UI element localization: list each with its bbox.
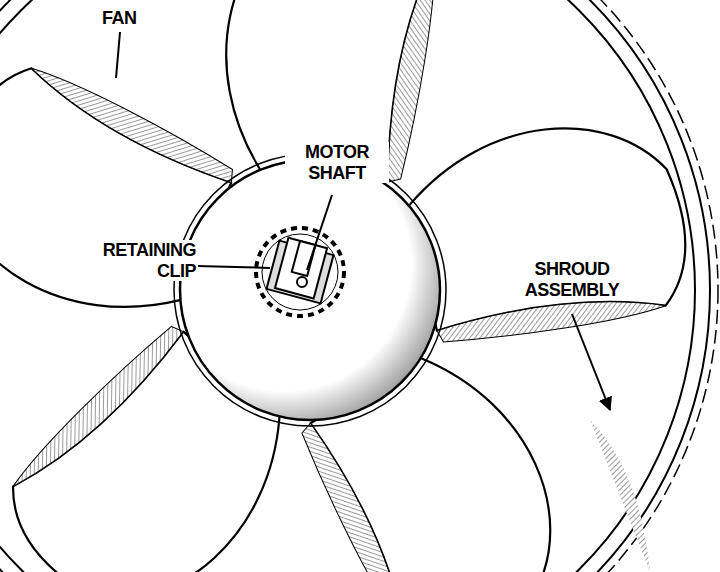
leader-lines xyxy=(116,32,610,410)
part-label: FAN xyxy=(100,8,174,29)
hub-gear xyxy=(256,228,344,316)
shroud-shading xyxy=(590,420,650,572)
part-label: RETAINING CLIP xyxy=(60,240,198,281)
part-label: MOTOR SHAFT xyxy=(285,142,389,183)
hub-rim xyxy=(174,154,446,426)
fan-hub xyxy=(180,160,440,420)
part-label: SHROUD ASSEMBLY xyxy=(505,259,639,300)
motor-shaft xyxy=(297,277,307,287)
fan-blades xyxy=(0,0,696,572)
hub-gear-inner xyxy=(262,234,338,310)
retaining-clip xyxy=(266,236,334,304)
